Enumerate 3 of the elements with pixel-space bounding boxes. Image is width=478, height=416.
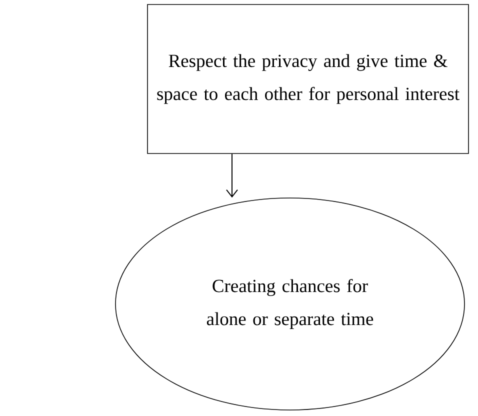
process-box: Respect the privacy and give time & space to each other for personal interest [147, 4, 469, 154]
ellipse-node: Creating chances for alone or separate time [115, 198, 465, 410]
arrow [226, 153, 238, 198]
